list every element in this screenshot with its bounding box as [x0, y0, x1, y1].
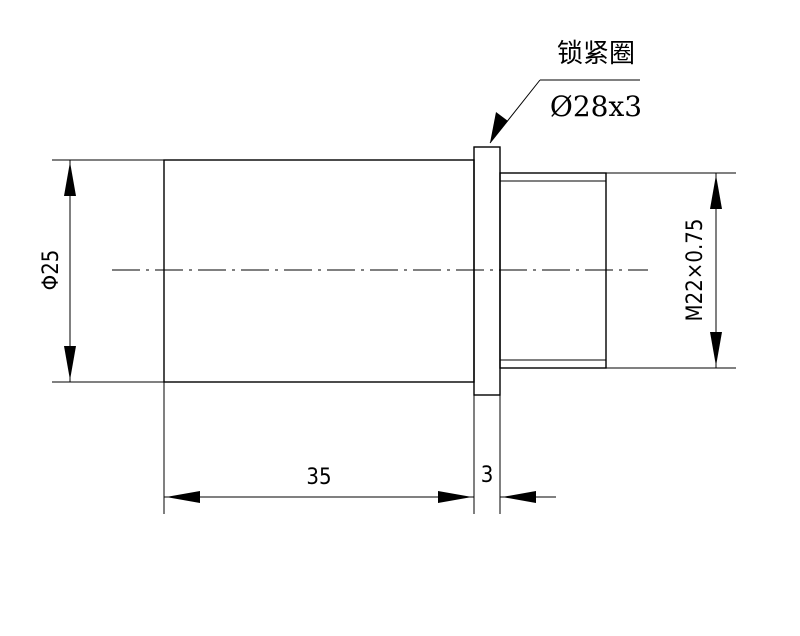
body-length-text: 35: [306, 465, 331, 490]
thread-dimension: M22×0.75: [606, 172, 736, 369]
locking-ring-outline: [473, 146, 501, 396]
ring-thickness-text: 3: [481, 463, 494, 488]
body-diameter-text: Φ25: [39, 250, 64, 291]
length-dimension: 35 3: [163, 382, 556, 514]
body-outline: [163, 159, 475, 383]
locking-ring-callout: 锁紧圈 Ø28x3: [489, 39, 642, 144]
locking-ring-label: 锁紧圈: [557, 39, 635, 69]
thread-spec-text: M22×0.75: [683, 219, 708, 322]
locking-ring-spec: Ø28x3: [550, 90, 642, 123]
diameter-dimension: Φ25: [39, 159, 164, 383]
